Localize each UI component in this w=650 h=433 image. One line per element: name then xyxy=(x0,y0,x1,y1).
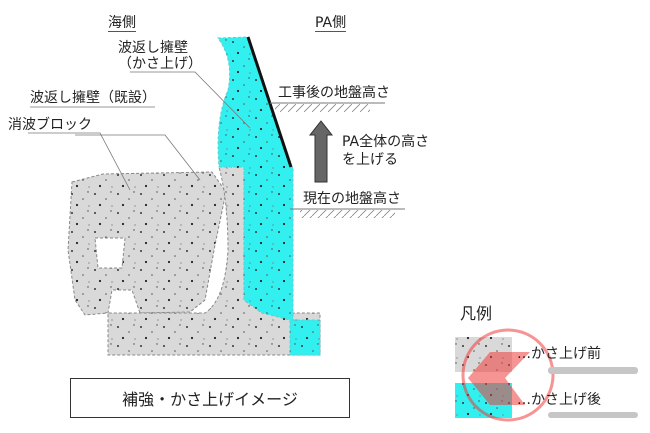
ground-current-label: 現在の地盤高さ xyxy=(303,191,401,207)
legend-label-after: …かさ上げ後 xyxy=(517,392,601,408)
raised-wall xyxy=(217,36,321,356)
raise-note: PA全体の高さ xyxy=(342,134,430,150)
raised-wall-label-sub: （かさ上げ） xyxy=(118,56,202,72)
watermark-logo xyxy=(461,328,638,422)
existing-wall-label: 波返し擁壁（既設） xyxy=(30,90,156,106)
ground-current-line xyxy=(290,208,405,218)
leader-lines xyxy=(28,71,251,191)
raise-note-sub: を上げる xyxy=(342,152,398,168)
legend-label-before: …かさ上げ前 xyxy=(517,346,601,362)
sea-side-label: 海側 xyxy=(108,15,136,32)
legend-heading: 凡例 xyxy=(460,304,493,323)
pa-side-label: PA側 xyxy=(315,15,347,32)
wave-block xyxy=(67,171,227,316)
ground-after-line xyxy=(270,102,385,112)
raised-wall-label: 波返し擁壁 xyxy=(118,40,188,56)
raise-arrow-icon xyxy=(308,120,334,183)
ground-after-label: 工事後の地盤高さ xyxy=(278,85,390,101)
wave-block-label: 消波ブロック xyxy=(8,117,92,133)
diagram-title: 補強・かさ上げイメージ xyxy=(70,378,350,418)
